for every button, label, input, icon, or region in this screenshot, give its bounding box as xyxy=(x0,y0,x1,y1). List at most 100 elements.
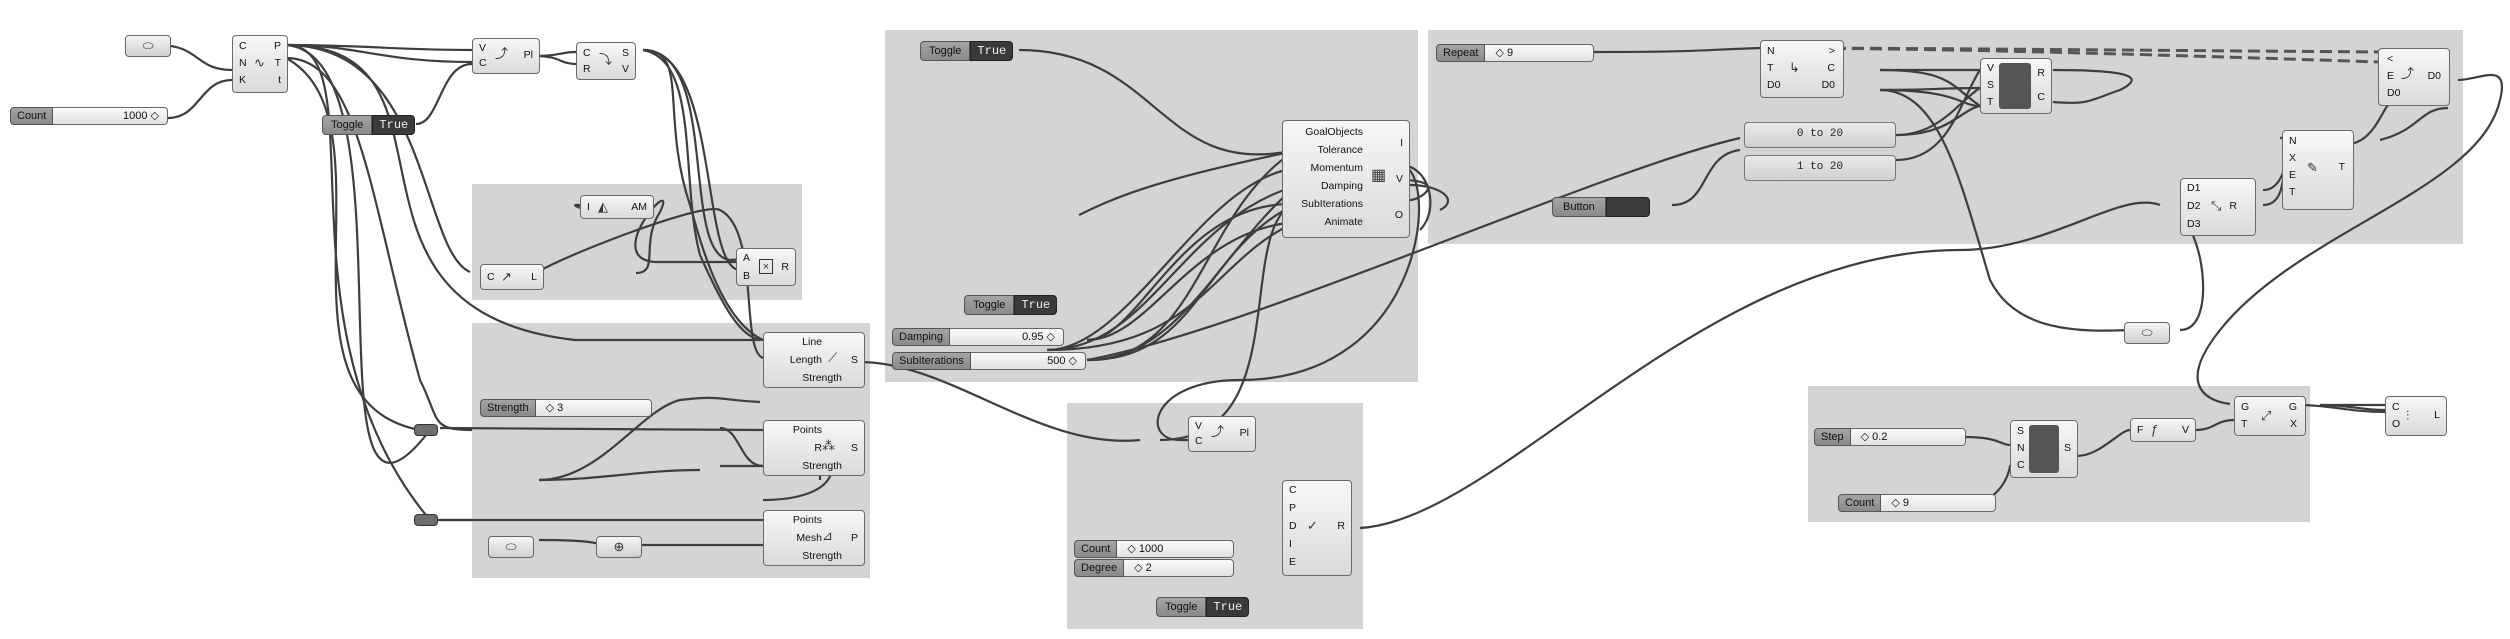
input-port: A xyxy=(743,252,751,264)
output-port: S xyxy=(850,354,858,366)
input-port: Damping xyxy=(1320,180,1363,192)
output-port: AM xyxy=(631,201,647,213)
boolean-toggle-1[interactable]: Toggle True xyxy=(322,115,416,135)
nurbs-curve-icon: ✓ xyxy=(1307,518,1318,533)
button-component[interactable]: Button xyxy=(1552,197,1650,217)
toggle-label: Toggle xyxy=(964,295,1015,315)
counter-component[interactable]: N T D0 ↳ > C D0 xyxy=(1760,40,1844,98)
input-port: E xyxy=(2387,70,2395,82)
input-port: F xyxy=(2137,424,2144,436)
input-port: Momentum xyxy=(1310,162,1363,174)
input-port: N xyxy=(239,57,247,69)
panel-range-1[interactable]: 0 to 20 xyxy=(1744,122,1896,148)
relay-1[interactable] xyxy=(414,424,438,436)
stream-filter-component[interactable]: N X E T ✎ T xyxy=(2282,130,2354,210)
slider-value: ◇ 3 xyxy=(545,402,564,414)
length-component[interactable]: C ↗ L xyxy=(480,264,544,290)
output-port: C xyxy=(1827,62,1835,74)
output-port: T xyxy=(274,57,281,69)
mesh-settings-icon: ⊕ xyxy=(613,539,625,554)
count-slider-top[interactable]: Count 1000 ◇ xyxy=(10,107,168,125)
output-port: Pl xyxy=(1239,427,1249,439)
input-port: D0 xyxy=(1767,79,1781,91)
nurbs-curve-component[interactable]: C P D I E ✓ R xyxy=(1282,480,1352,576)
series-component[interactable]: S N C S xyxy=(2010,420,2078,478)
repeat-slider[interactable]: Repeat ◇ 9 xyxy=(1436,44,1594,62)
output-port: > xyxy=(1828,45,1835,57)
polyline-component-mid[interactable]: V C ⤴ Pl xyxy=(1188,416,1256,452)
subiterations-slider[interactable]: SubIterations 500 ◇ xyxy=(892,352,1086,370)
param-geometry[interactable]: ⬭ xyxy=(2124,322,2170,344)
slider-value: 0.95 ◇ xyxy=(1022,331,1055,343)
count-slider-right[interactable]: Count ◇ 9 xyxy=(1838,494,1996,512)
slider-value: 500 ◇ xyxy=(1047,355,1077,367)
output-port: P xyxy=(850,532,858,544)
goal-anchor-component[interactable]: Points R Strength ⁂ S xyxy=(763,420,865,476)
boolean-toggle-3[interactable]: Toggle True xyxy=(964,295,1058,315)
relay-2[interactable] xyxy=(414,514,438,526)
toggle-state: True xyxy=(372,115,416,135)
slider-value: 1000 ◇ xyxy=(123,110,159,122)
expression-icon: ƒ xyxy=(2151,422,2159,437)
multiply-component[interactable]: A B × R xyxy=(736,248,796,286)
curve-param-icon: ⬭ xyxy=(142,38,154,53)
goal-length-component[interactable]: Line Length Strength ⟋ S xyxy=(763,332,865,388)
slider-value: ◇ 2 xyxy=(1134,562,1152,574)
slider-value: ◇ 0.2 xyxy=(1860,431,1888,443)
input-port: D1 xyxy=(2187,182,2201,194)
amplitude-icon: ◭ xyxy=(598,199,608,214)
data-output-component[interactable]: < E D0 ⤴ D0 xyxy=(2378,48,2450,106)
kangaroo-solver-component[interactable]: GoalObjects Tolerance Momentum Damping S… xyxy=(1282,120,1410,238)
series-selector-component[interactable]: V S T R C xyxy=(1980,58,2052,114)
polyline-icon: ⤴ xyxy=(1211,424,1225,439)
divide-curve-component[interactable]: C N K ∿ P T t xyxy=(232,35,288,93)
shatter-component[interactable]: C R ⤵ S V xyxy=(576,42,636,80)
slider-value: ◇ 9 xyxy=(1891,497,1909,509)
param-mesh-2[interactable]: ⊕ xyxy=(596,536,642,558)
output-port: C xyxy=(2037,91,2045,103)
tree-branch-component[interactable]: D1 D2 D3 ⤡ R xyxy=(2180,178,2256,236)
damping-slider[interactable]: Damping 0.95 ◇ xyxy=(892,328,1064,346)
input-port: D0 xyxy=(2387,87,2401,99)
input-port: D2 xyxy=(2187,200,2201,212)
input-port: Strength xyxy=(802,460,842,472)
input-port: P xyxy=(1289,502,1297,514)
input-port: D3 xyxy=(2187,218,2201,230)
input-port: N xyxy=(2289,135,2297,147)
input-port: Tolerance xyxy=(1317,144,1363,156)
panel-text: 0 to 20 xyxy=(1796,128,1844,140)
panel-range-2[interactable]: 1 to 20 xyxy=(1744,155,1896,181)
input-port: E xyxy=(1289,556,1297,568)
input-port: C xyxy=(1289,484,1297,496)
polyline-component-top[interactable]: V C ⤴ Pl xyxy=(472,38,540,74)
toggle-label: Toggle xyxy=(920,41,971,61)
list-component[interactable]: C O ⫶ L xyxy=(2385,396,2447,436)
input-port: C xyxy=(479,57,487,69)
boolean-toggle-2[interactable]: Toggle True xyxy=(920,41,1014,61)
degree-slider[interactable]: Degree ◇ 2 xyxy=(1074,559,1234,577)
boolean-toggle-4[interactable]: Toggle True xyxy=(1156,597,1250,617)
slider-label: Degree xyxy=(1074,559,1125,577)
input-port: C xyxy=(1195,435,1203,447)
step-slider[interactable]: Step ◇ 0.2 xyxy=(1814,428,1966,446)
input-port: GoalObjects xyxy=(1305,126,1363,138)
on-mesh-icon: ⊿ xyxy=(822,528,833,543)
amplitude-component[interactable]: I ◭ AM xyxy=(580,195,654,219)
param-curve[interactable]: ⬭ xyxy=(125,35,171,57)
input-port: Points xyxy=(792,514,822,526)
output-port: R xyxy=(1337,520,1345,532)
graph-mapper-component[interactable]: G T ⤢ G X xyxy=(2234,396,2306,436)
goal-onmesh-component[interactable]: Points Mesh Strength ⊿ P xyxy=(763,510,865,566)
param-mesh[interactable]: ⬭ xyxy=(488,536,534,558)
expression-component[interactable]: F ƒ V xyxy=(2130,418,2196,442)
strength-slider[interactable]: Strength ◇ 3 xyxy=(480,399,652,417)
series-icon xyxy=(2029,425,2059,473)
counter-icon: ↳ xyxy=(1789,60,1800,75)
output-port: T xyxy=(2338,161,2345,173)
count-slider-mid[interactable]: Count ◇ 1000 xyxy=(1074,540,1234,558)
slider-value: ◇ 1000 xyxy=(1127,543,1164,555)
input-port: C xyxy=(2392,401,2400,413)
input-port: < xyxy=(2387,53,2394,65)
